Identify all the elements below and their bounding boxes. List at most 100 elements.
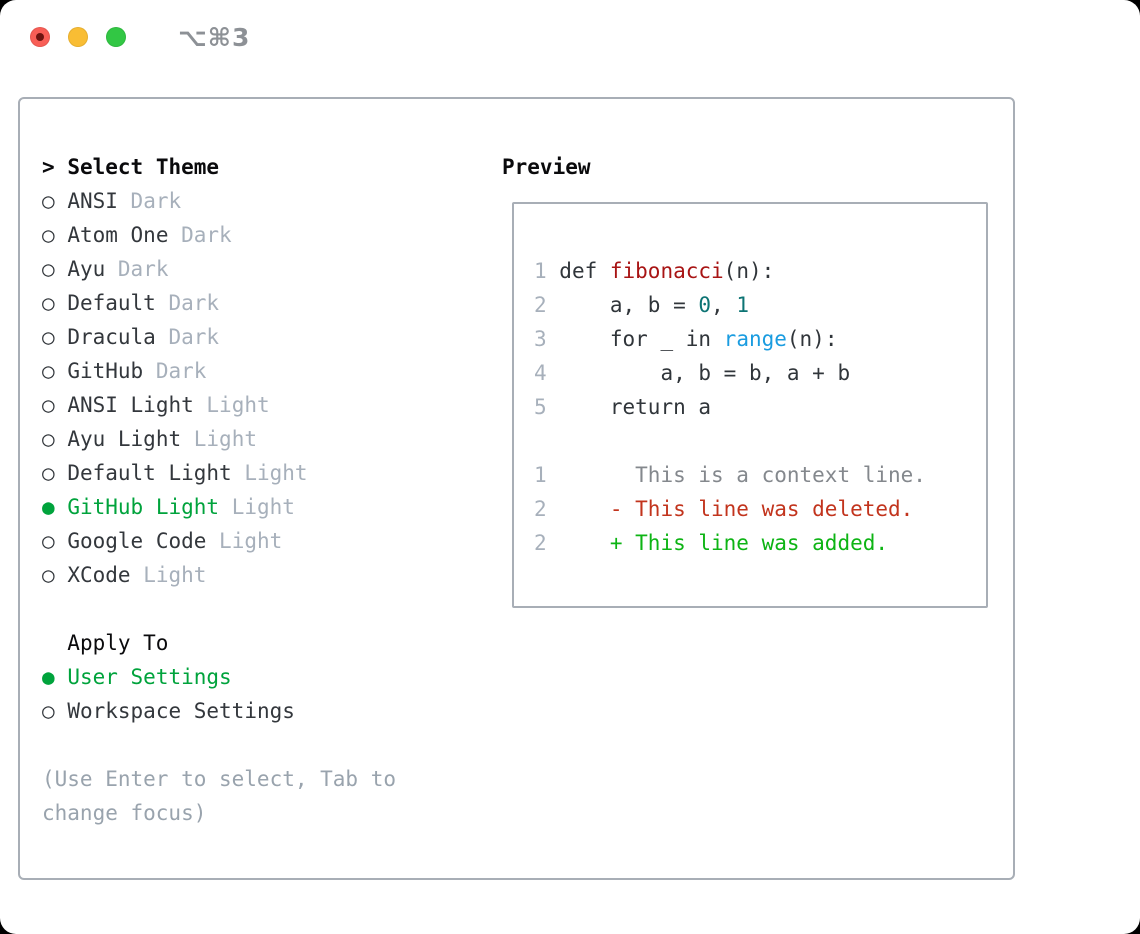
spacing — [55, 563, 68, 587]
theme-option-ansi-light[interactable]: ○ ANSI Light Light — [42, 388, 396, 422]
select-theme-header: > Select Theme — [42, 150, 396, 184]
radio-unselected-icon: ○ — [42, 427, 55, 451]
preview-code-line: 2 + This line was added. — [534, 526, 966, 560]
spacing — [55, 359, 68, 383]
preview-code-line: 4 a, b = b, a + b — [534, 356, 966, 390]
code-segment-code: a, b = — [546, 293, 699, 317]
theme-option-default-light[interactable]: ○ Default Light Light — [42, 456, 396, 490]
radio-unselected-icon: ○ — [42, 189, 55, 213]
code-segment-lineno: 4 — [534, 361, 547, 385]
theme-name: Default — [67, 291, 156, 315]
close-button[interactable] — [30, 27, 50, 47]
apply-option-user-settings[interactable]: ● User Settings — [42, 660, 396, 694]
theme-name: Default Light — [67, 461, 232, 485]
radio-unselected-icon: ○ — [42, 257, 55, 281]
preview-code-line: 2 a, b = 0, 1 — [534, 288, 966, 322]
apply-option-name: Workspace Settings — [67, 699, 295, 723]
theme-option-github[interactable]: ○ GitHub Dark — [42, 354, 396, 388]
code-segment-lineno: 2 — [534, 531, 547, 555]
spacer — [42, 592, 396, 626]
theme-variant-tag: Light — [193, 427, 257, 451]
spacer — [42, 728, 396, 762]
code-segment-code: def — [546, 259, 610, 283]
theme-option-xcode[interactable]: ○ XCode Light — [42, 558, 396, 592]
spacing — [168, 223, 181, 247]
theme-name: ANSI Light — [67, 393, 194, 417]
spacing — [156, 291, 169, 315]
radio-unselected-icon: ○ — [42, 325, 55, 349]
theme-name: Ayu — [67, 257, 106, 281]
close-dot-icon — [36, 33, 44, 41]
radio-unselected-icon: ○ — [42, 291, 55, 315]
theme-picker-column: > Select Theme ○ ANSI Dark○ Atom One Dar… — [42, 150, 396, 830]
theme-variant-tag: Dark — [181, 223, 232, 247]
code-segment-func: fibonacci — [609, 259, 724, 283]
theme-name: GitHub — [67, 359, 144, 383]
theme-option-default[interactable]: ○ Default Dark — [42, 286, 396, 320]
spacing — [55, 291, 68, 315]
theme-picker-panel: > Select Theme ○ ANSI Dark○ Atom One Dar… — [18, 97, 1015, 880]
spacing — [194, 393, 207, 417]
titlebar: ⌥⌘3 — [30, 23, 250, 52]
spacing — [118, 189, 131, 213]
code-segment-code: return a — [546, 395, 712, 419]
preview-code-line — [534, 424, 966, 458]
theme-name: GitHub Light — [67, 495, 220, 519]
theme-variant-tag: Dark — [130, 189, 182, 213]
spacing — [55, 665, 68, 689]
code-segment-lineno: 1 — [534, 259, 547, 283]
code-segment-added: + This line was added. — [546, 531, 889, 555]
theme-option-google-code[interactable]: ○ Google Code Light — [42, 524, 396, 558]
code-segment-builtin: range — [723, 327, 787, 351]
code-segment-code: a, b = b, a + b — [546, 361, 851, 385]
theme-option-github-light[interactable]: ● GitHub Light Light — [42, 490, 396, 524]
code-segment-lineno: 2 — [534, 497, 547, 521]
theme-variant-tag: Light — [231, 495, 295, 519]
spacing — [219, 495, 232, 519]
cursor-prefix: > — [42, 155, 55, 179]
theme-option-dracula[interactable]: ○ Dracula Dark — [42, 320, 396, 354]
apply-option-workspace-settings[interactable]: ○ Workspace Settings — [42, 694, 396, 728]
theme-option-ansi[interactable]: ○ ANSI Dark — [42, 184, 396, 218]
theme-name: Dracula — [67, 325, 156, 349]
theme-option-ayu[interactable]: ○ Ayu Dark — [42, 252, 396, 286]
code-segment-code: for _ in — [546, 327, 724, 351]
minimize-button[interactable] — [68, 27, 88, 47]
radio-unselected-icon: ○ — [42, 699, 55, 723]
theme-option-list: ○ ANSI Dark○ Atom One Dark○ Ayu Dark○ De… — [42, 184, 396, 592]
radio-unselected-icon: ○ — [42, 393, 55, 417]
spacing — [232, 461, 245, 485]
radio-selected-icon: ● — [42, 665, 55, 689]
code-segment-code: , — [711, 293, 737, 317]
spacing — [55, 427, 68, 451]
code-segment-lineno: 1 — [534, 463, 547, 487]
apply-to-header: Apply To — [67, 631, 169, 655]
theme-variant-tag: Light — [244, 461, 308, 485]
hint-line-1: (Use Enter to select, Tab to — [42, 767, 397, 791]
select-theme-label: Select Theme — [67, 155, 220, 179]
theme-variant-tag: Dark — [155, 359, 207, 383]
apply-to-option-list: ● User Settings○ Workspace Settings — [42, 660, 396, 728]
spacing — [55, 529, 68, 553]
theme-name: Atom One — [67, 223, 169, 247]
code-segment-code: (n): — [723, 259, 775, 283]
zoom-button[interactable] — [106, 27, 126, 47]
hint-line-2: change focus) — [42, 801, 207, 825]
code-segment-context: This is a context line. — [546, 463, 926, 487]
theme-option-atom-one[interactable]: ○ Atom One Dark — [42, 218, 396, 252]
spacing — [55, 495, 68, 519]
theme-option-ayu-light[interactable]: ○ Ayu Light Light — [42, 422, 396, 456]
radio-unselected-icon: ○ — [42, 223, 55, 247]
spacing — [131, 563, 144, 587]
preview-code-line: 1 def fibonacci(n): — [534, 254, 966, 288]
theme-variant-tag: Dark — [168, 291, 220, 315]
theme-name: Google Code — [67, 529, 207, 553]
window-title: ⌥⌘3 — [178, 22, 251, 52]
spacing — [55, 189, 68, 213]
code-segment-lineno: 2 — [534, 293, 547, 317]
code-segment-number: 1 — [736, 293, 749, 317]
preview-code-line: 5 return a — [534, 390, 966, 424]
